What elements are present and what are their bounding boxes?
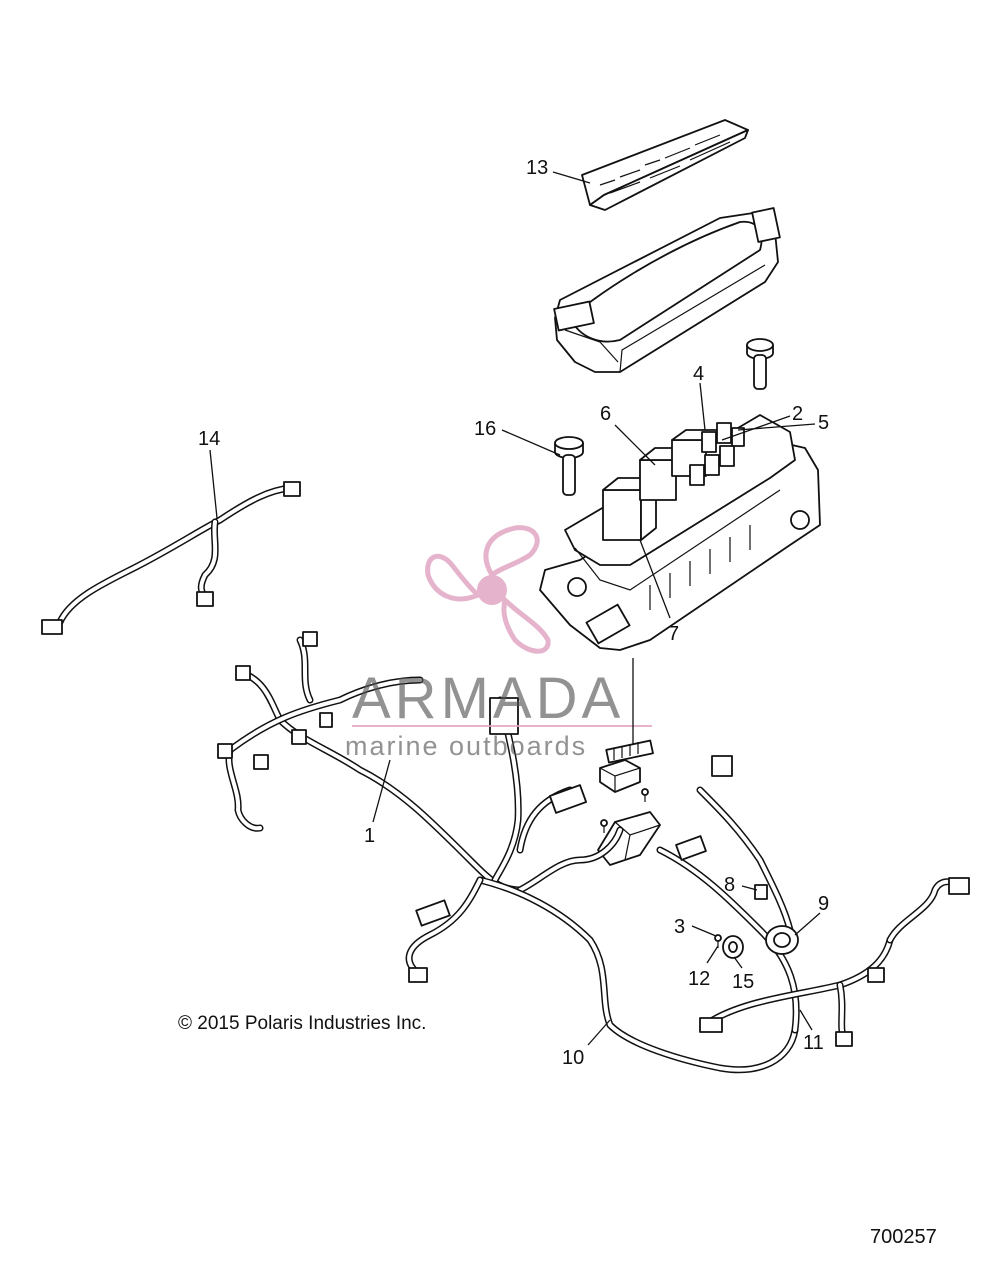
- watermark-tagline: marine outboards: [345, 731, 587, 761]
- fuse-box-cover: [553, 207, 781, 373]
- screws-center: [600, 788, 649, 833]
- fuse-box-label-decal: [581, 119, 749, 211]
- callout-12: 12: [688, 968, 710, 990]
- callout-10: 10: [562, 1047, 584, 1069]
- callout-16: 16: [474, 418, 496, 440]
- fuses-2-4-5: [689, 422, 745, 486]
- callout-2: 2: [792, 403, 803, 425]
- callout-4: 4: [693, 363, 704, 385]
- callout-labels: 13 4 2 5 6 16 7 14 1 8 9 3 12 15 10 11: [198, 157, 829, 1069]
- clip-8: [754, 884, 768, 900]
- callout-1: 1: [364, 825, 375, 847]
- callout-13: 13: [526, 157, 548, 179]
- grommet-15: [722, 935, 744, 959]
- callout-9: 9: [818, 893, 829, 915]
- watermark: ARMADA marine outboards: [345, 525, 652, 761]
- callout-3: 3: [674, 916, 685, 938]
- callout-8: 8: [724, 874, 735, 896]
- callout-14: 14: [198, 428, 220, 450]
- callout-6: 6: [600, 403, 611, 425]
- callout-15: 15: [732, 971, 754, 993]
- fuse-strip: [605, 739, 654, 764]
- callout-11: 11: [803, 1032, 824, 1054]
- callout-5: 5: [818, 412, 829, 434]
- leader-lines: [209, 171, 821, 1046]
- grommet-9: [765, 925, 799, 955]
- figure-number: 700257: [870, 1226, 937, 1248]
- wire-harness-1: [217, 631, 624, 894]
- connector-block: [597, 811, 661, 866]
- wire-harness-10: [405, 755, 970, 1074]
- bolt-upper-right: [746, 338, 774, 390]
- relay-small: [599, 759, 641, 793]
- watermark-brand: ARMADA: [352, 666, 624, 731]
- copyright-notice: © 2015 Polaris Industries Inc.: [178, 1013, 427, 1034]
- propeller-logo: [425, 525, 551, 654]
- callout-7: 7: [668, 623, 679, 645]
- wire-harness-14: [41, 481, 301, 635]
- relay-block-6: [639, 429, 721, 501]
- bolt-16: [554, 436, 584, 496]
